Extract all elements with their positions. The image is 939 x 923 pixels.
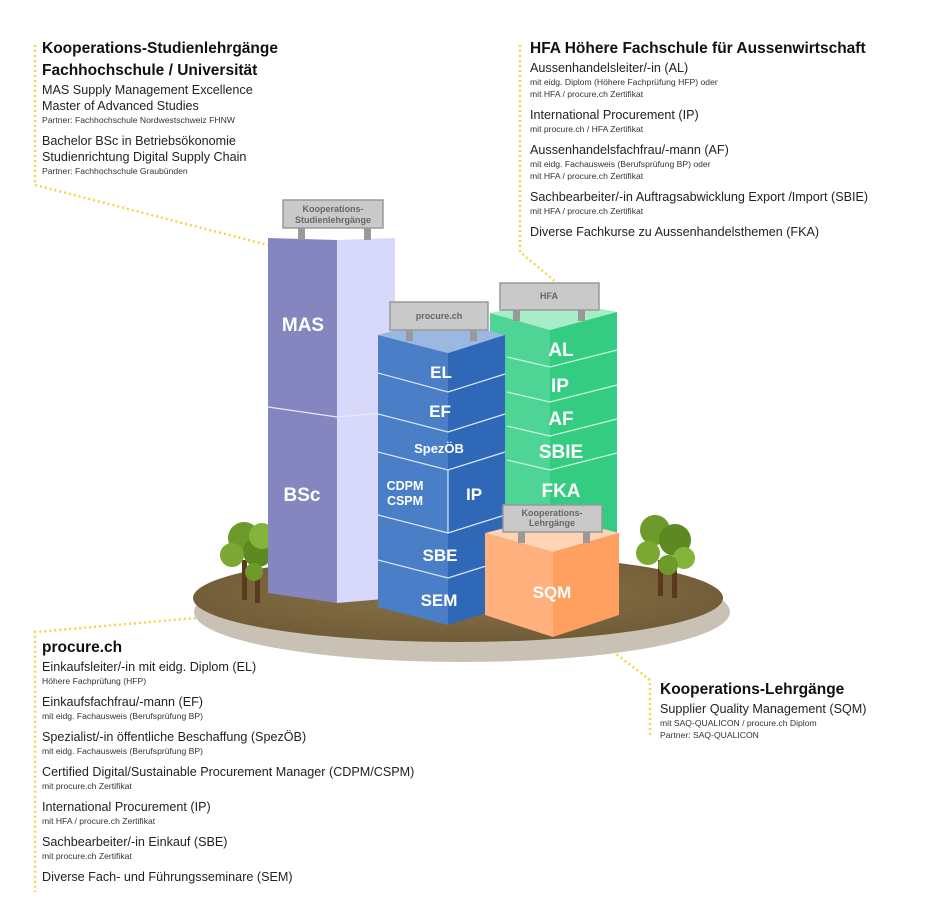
floor-sbie: SBIE xyxy=(539,442,583,463)
program-title: Diverse Fach- und Führungsseminare (SEM) xyxy=(42,870,293,884)
program-note: mit eidg. Fachausweis (Berufsprüfung BP) xyxy=(42,711,203,721)
program-title: Einkaufsfachfrau/-mann (EF) xyxy=(42,695,203,709)
building-kooperations-studien: MAS BSc Kooperations- Studienlehrgänge xyxy=(267,199,396,603)
program-title: Diverse Fachkurse zu Aussenhandelsthemen… xyxy=(530,225,820,239)
program-item: International Procurement (IP) mit procu… xyxy=(530,107,868,135)
program-note: mit HFA / procure.ch Zertifikat xyxy=(530,171,644,181)
procure-heading: procure.ch xyxy=(42,639,123,656)
tree-right-icon xyxy=(636,515,695,598)
program-note: mit procure.ch Zertifikat xyxy=(42,781,132,791)
program-title: Einkaufsleiter/-in mit eidg. Diplom (EL) xyxy=(42,660,257,674)
program-title: MAS Supply Management Excellence xyxy=(42,83,253,97)
program-title: Bachelor BSc in Betriebsökonomie xyxy=(42,134,236,148)
kooperations-studien-heading-1: Kooperations-Studienlehrgänge xyxy=(42,40,278,57)
floor-sbe: SBE xyxy=(423,546,458,565)
program-title: Studienrichtung Digital Supply Chain xyxy=(42,150,247,164)
program-title: Certified Digital/Sustainable Procuremen… xyxy=(42,765,415,779)
program-title: Aussenhandelsleiter/-in (AL) xyxy=(530,61,689,75)
sign-kooperations-studien-line1: Kooperations- xyxy=(302,204,363,214)
floor-af: AF xyxy=(548,409,573,430)
kooperations-lehrgaenge-heading: Kooperations-Lehrgänge xyxy=(660,681,845,698)
program-note: mit SAQ-QUALICON / procure.ch Diplom xyxy=(660,718,817,728)
program-item: Bachelor BSc in Betriebsökonomie Studien… xyxy=(42,133,278,177)
sign-kooperations-studien-line2: Studienlehrgänge xyxy=(295,215,371,225)
program-note: mit procure.ch / HFA Zertifikat xyxy=(530,124,644,134)
program-note: Partner: Fachhochschule Nordwestschweiz … xyxy=(42,115,235,125)
floor-mas: MAS xyxy=(282,315,324,336)
floor-cdpm: CDPM xyxy=(387,479,424,493)
floor-spezoeb: SpezÖB xyxy=(414,441,464,456)
sign-procure: procure.ch xyxy=(416,311,463,321)
program-title: International Procurement (IP) xyxy=(530,108,699,122)
program-item: Einkaufsleiter/-in mit eidg. Diplom (EL)… xyxy=(42,659,414,687)
program-note: mit eidg. Fachausweis (Berufsprüfung BP)… xyxy=(530,159,711,169)
building-kooperations-lehrgaenge: SQM Kooperations- Lehrgänge xyxy=(485,504,619,637)
program-note: mit HFA / procure.ch Zertifikat xyxy=(530,206,644,216)
program-note: Höhere Fachprüfung (HFP) xyxy=(42,676,147,686)
sign-lehrgaenge-line2: Lehrgänge xyxy=(529,518,575,528)
program-note: mit eidg. Diplom (Höhere Fachprüfung HFP… xyxy=(530,77,718,87)
program-title: International Procurement (IP) xyxy=(42,800,211,814)
program-note: mit eidg. Fachausweis (Berufsprüfung BP) xyxy=(42,746,203,756)
program-note: Partner: Fachhochschule Graubünden xyxy=(42,166,188,176)
program-note: mit HFA / procure.ch Zertifikat xyxy=(530,89,644,99)
program-item: Spezialist/-in öffentliche Beschaffung (… xyxy=(42,729,414,757)
kooperations-studien-heading-2: Fachhochschule / Universität xyxy=(42,62,258,79)
program-item: International Procurement (IP) mit HFA /… xyxy=(42,799,414,827)
floor-al: AL xyxy=(548,340,574,361)
hfa-block: HFA Höhere Fachschule für Aussenwirtscha… xyxy=(530,38,868,240)
program-item: Aussenhandelsleiter/-in (AL) mit eidg. D… xyxy=(530,60,868,100)
program-note: mit HFA / procure.ch Zertifikat xyxy=(42,816,156,826)
program-item: Sachbearbeiter/-in Einkauf (SBE) mit pro… xyxy=(42,834,414,862)
program-title: Sachbearbeiter/-in Einkauf (SBE) xyxy=(42,835,228,849)
program-item: MAS Supply Management Excellence Master … xyxy=(42,82,278,126)
program-item: Sachbearbeiter/-in Auftragsabwicklung Ex… xyxy=(530,189,868,217)
program-title: Supplier Quality Management (SQM) xyxy=(660,702,867,716)
program-note: Partner: SAQ-QUALICON xyxy=(660,730,759,740)
kooperations-lehrgaenge-block: Kooperations-Lehrgänge Supplier Quality … xyxy=(660,679,866,741)
program-item: Einkaufsfachfrau/-mann (EF) mit eidg. Fa… xyxy=(42,694,414,722)
sign-hfa: HFA xyxy=(540,291,559,301)
program-title: Aussenhandelsfachfrau/-mann (AF) xyxy=(530,143,729,157)
floor-fka: FKA xyxy=(541,481,580,502)
floor-ip-hfa: IP xyxy=(551,376,569,397)
program-item: Diverse Fachkurse zu Aussenhandelsthemen… xyxy=(530,224,868,240)
kooperations-studien-block: Kooperations-Studienlehrgänge Fachhochsc… xyxy=(42,38,278,177)
floor-el: EL xyxy=(430,363,452,382)
floor-sqm: SQM xyxy=(533,583,572,602)
program-title: Spezialist/-in öffentliche Beschaffung (… xyxy=(42,730,307,744)
program-note: mit procure.ch Zertifikat xyxy=(42,851,132,861)
program-title: Sachbearbeiter/-in Auftragsabwicklung Ex… xyxy=(530,190,869,204)
floor-bsc: BSc xyxy=(284,485,321,506)
program-item: Certified Digital/Sustainable Procuremen… xyxy=(42,764,414,792)
hfa-heading: HFA Höhere Fachschule für Aussenwirtscha… xyxy=(530,40,866,57)
program-item: Aussenhandelsfachfrau/-mann (AF) mit eid… xyxy=(530,142,868,182)
program-item: Diverse Fach- und Führungsseminare (SEM) xyxy=(42,869,414,885)
floor-cspm: CSPM xyxy=(387,494,423,508)
floor-ef: EF xyxy=(429,402,451,421)
floor-ip-procure: IP xyxy=(466,485,482,504)
procure-block: procure.ch Einkaufsleiter/-in mit eidg. … xyxy=(42,637,414,885)
floor-sem: SEM xyxy=(421,591,458,610)
sign-lehrgaenge-line1: Kooperations- xyxy=(521,508,582,518)
program-title: Master of Advanced Studies xyxy=(42,99,199,113)
